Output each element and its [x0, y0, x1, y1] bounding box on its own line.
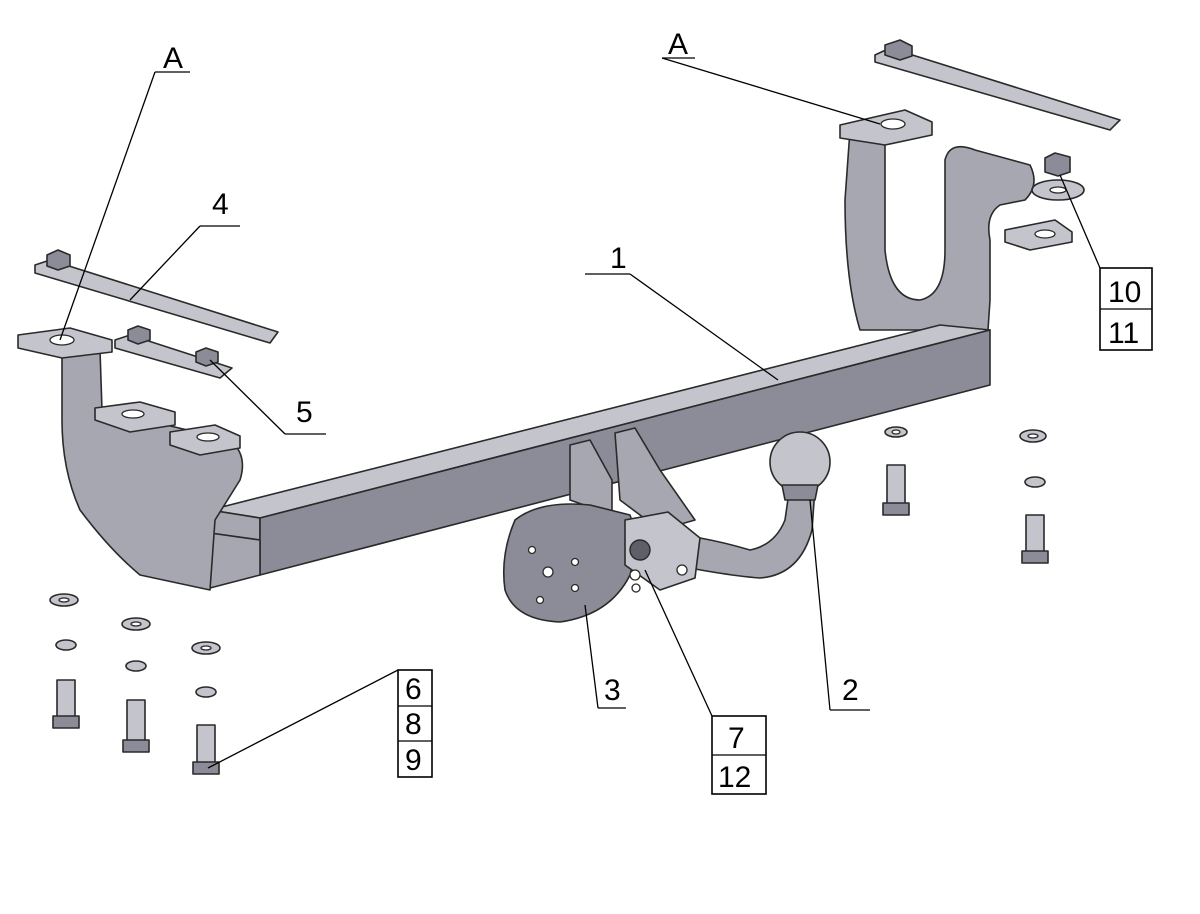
right-nut-washer — [1031, 152, 1085, 201]
callout-9: 9 — [405, 744, 422, 777]
callout-boxes — [397, 267, 1153, 795]
right-fasteners — [882, 426, 1049, 564]
left-clamp-plate — [114, 325, 233, 379]
callout-1: 1 — [610, 242, 627, 275]
left-top-plate — [34, 249, 279, 344]
callout-12: 12 — [718, 761, 751, 794]
callout-2: 2 — [842, 674, 859, 707]
callout-6: 6 — [405, 673, 422, 706]
leader-lines — [59, 57, 1101, 769]
callout-5: 5 — [296, 396, 313, 429]
left-fasteners — [49, 593, 221, 775]
right-mounting-bracket — [839, 109, 1073, 391]
callout-7: 7 — [728, 722, 745, 755]
callout-3: 3 — [604, 674, 621, 707]
callout-a-left: A — [163, 42, 183, 75]
callout-a-right: A — [668, 28, 688, 61]
callout-8: 8 — [405, 708, 422, 741]
tow-ball-arm — [624, 431, 831, 593]
socket-plate — [502, 503, 636, 623]
callout-10: 10 — [1108, 276, 1141, 309]
left-mounting-bracket — [17, 327, 244, 591]
callout-4: 4 — [212, 188, 229, 221]
ball-mount-ears — [569, 427, 696, 531]
right-top-plate — [874, 39, 1121, 131]
callout-11: 11 — [1108, 317, 1139, 350]
